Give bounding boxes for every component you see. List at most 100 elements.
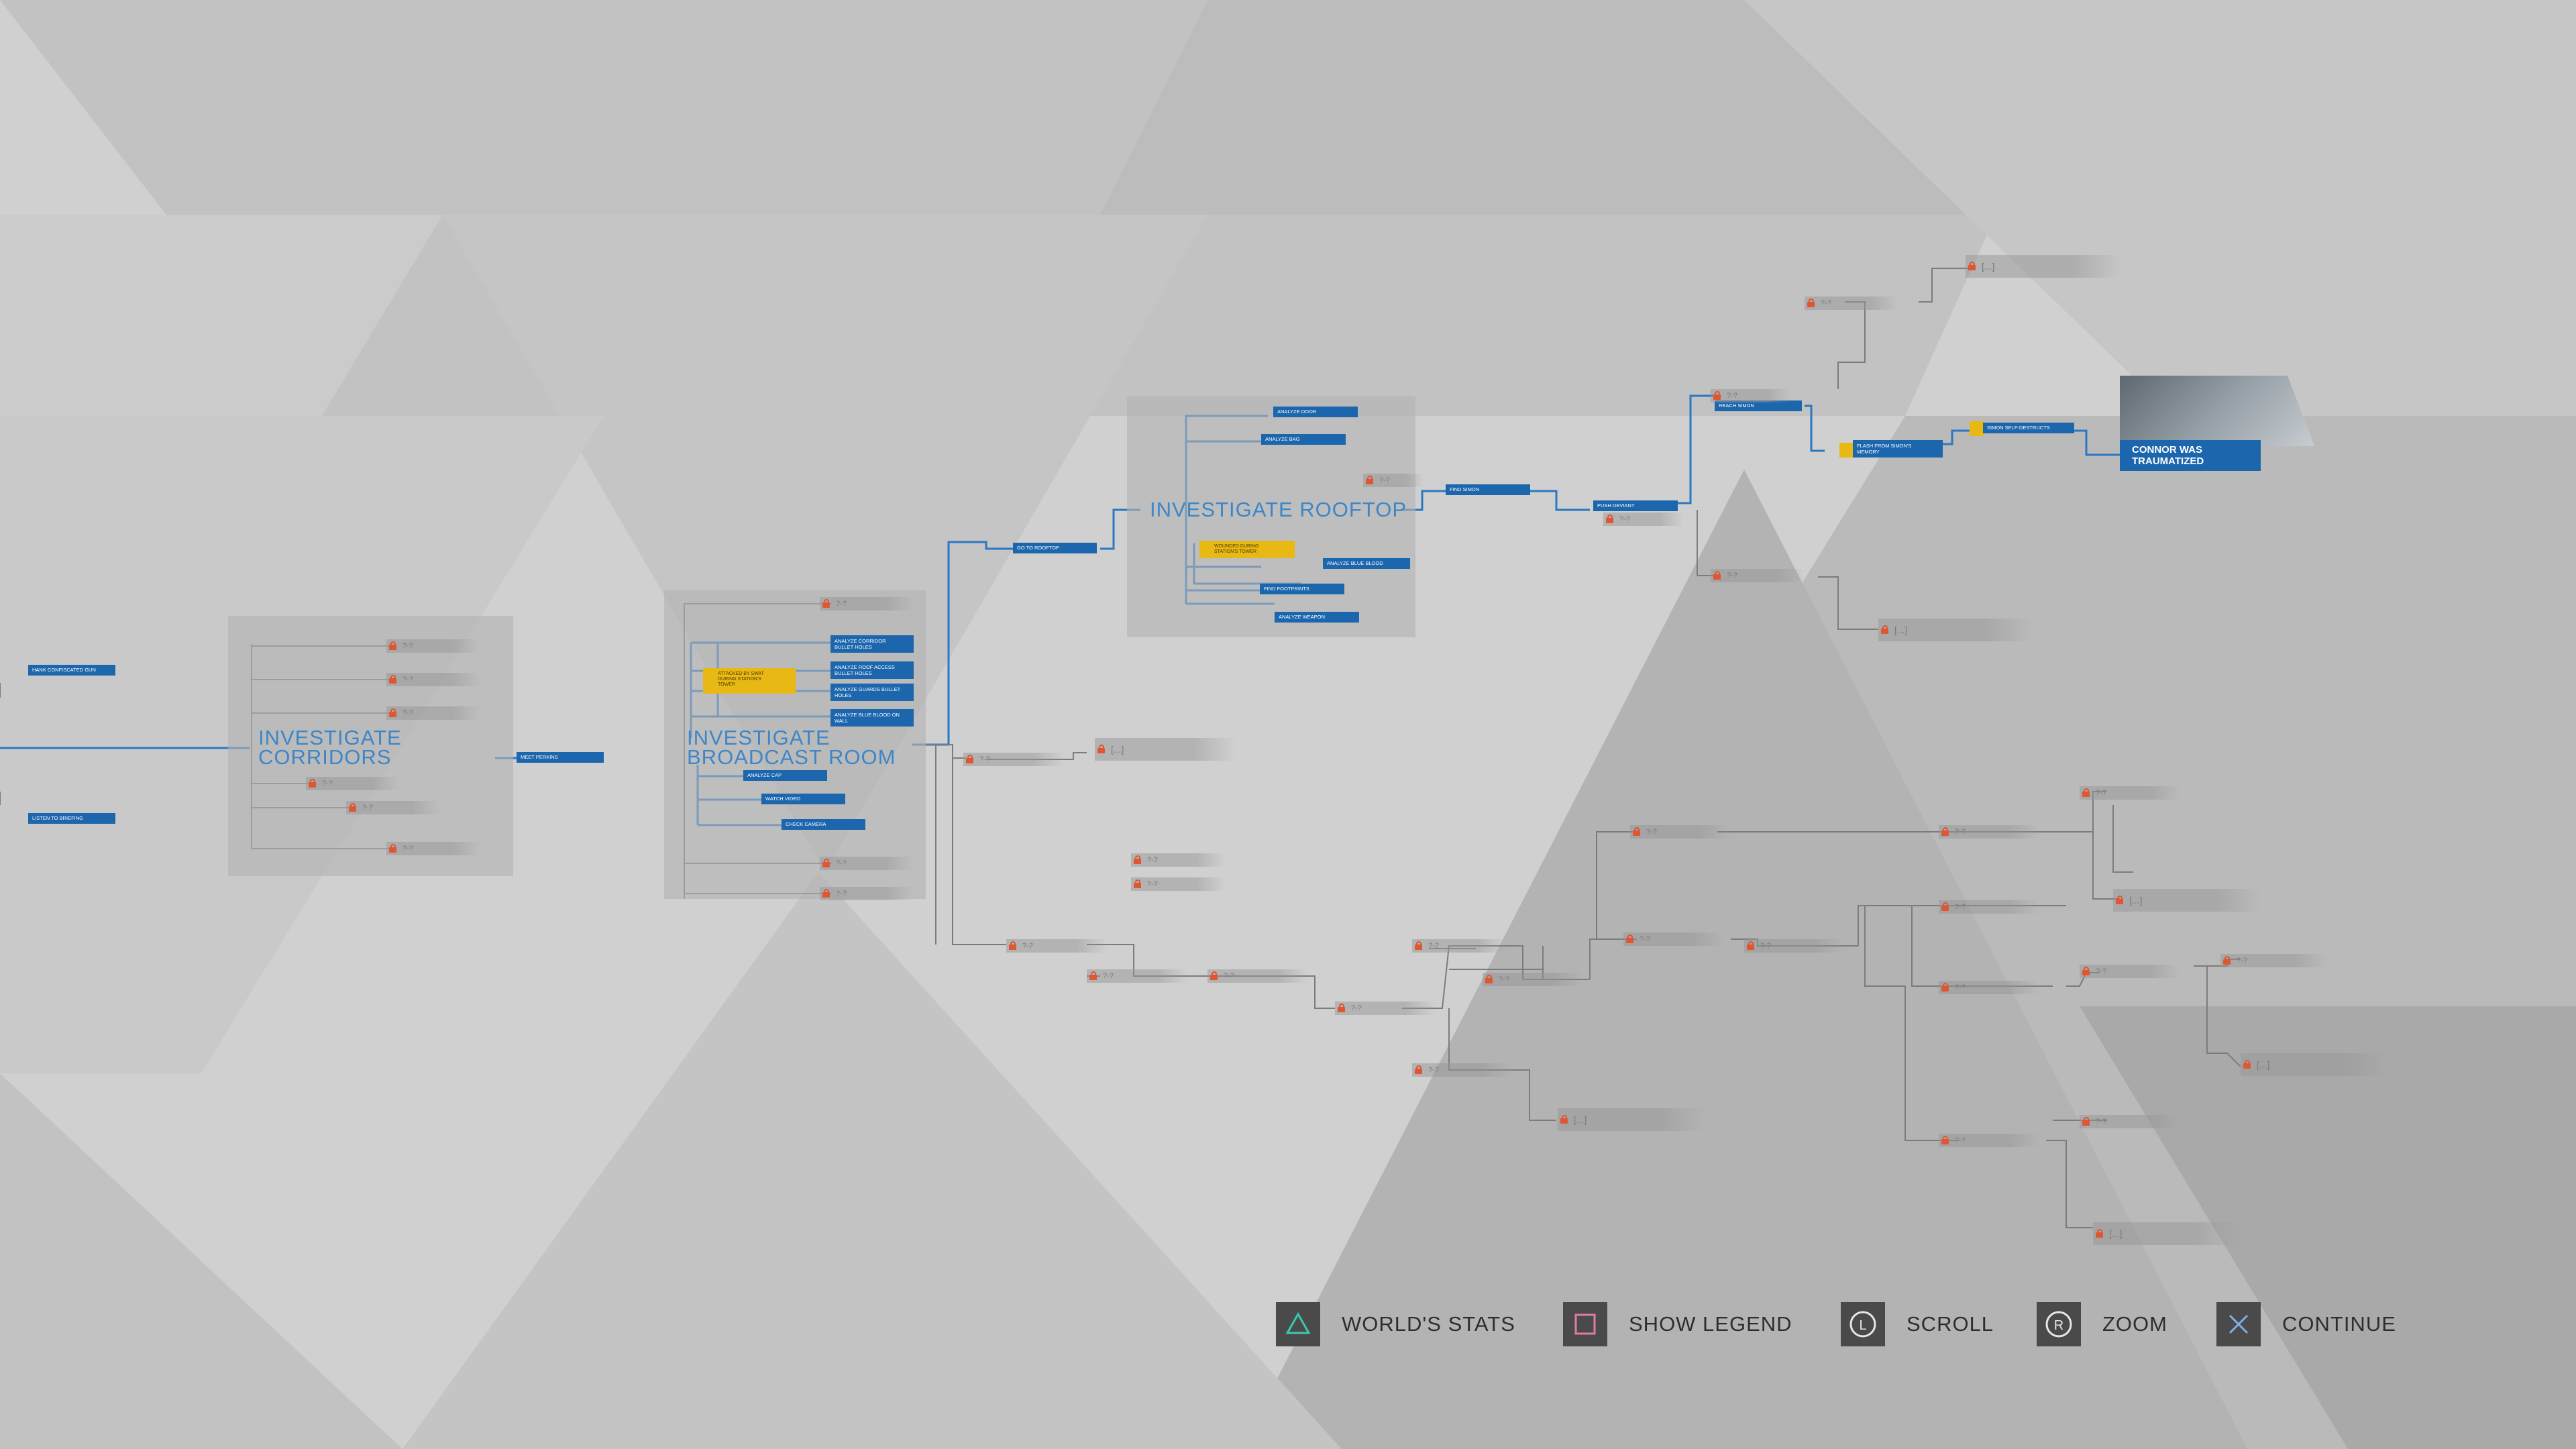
node-analyze-door[interactable]: ANALYZE DOOR xyxy=(1273,407,1358,417)
prompt-zoom[interactable]: R ZOOM xyxy=(2037,1297,2167,1351)
locked-node[interactable]: ?-? xyxy=(1363,474,1424,487)
left-stick-icon: L xyxy=(1841,1302,1885,1346)
lock-icon xyxy=(2082,1117,2090,1126)
node-hank-confiscated-gun[interactable]: HANK CONFISCATED GUN xyxy=(28,665,115,676)
locked-node[interactable]: ?-? xyxy=(1805,297,1898,310)
locked-ending[interactable]: [...] xyxy=(1878,619,2033,641)
locked-node[interactable]: ?-? xyxy=(2220,954,2328,967)
chapter-block-corridors xyxy=(228,616,513,876)
node-reach-simon[interactable]: REACH SIMON xyxy=(1715,400,1802,411)
locked-node[interactable]: ?-? xyxy=(1939,1134,2039,1147)
chapter-title-rooftop: INVESTIGATE ROOFTOP xyxy=(1150,498,1407,521)
node-push-deviant[interactable]: PUSH DEVIANT xyxy=(1593,500,1678,511)
cross-button-icon xyxy=(2216,1302,2261,1346)
prompt-continue[interactable]: CONTINUE xyxy=(2216,1297,2396,1351)
lock-icon xyxy=(389,641,396,650)
node-analyze-blue-blood-on-wall[interactable]: ANALYZE BLUE BLOOD ON WALL xyxy=(830,709,914,727)
lock-icon xyxy=(1747,941,1754,950)
locked-node[interactable]: ?-? xyxy=(1711,389,1791,402)
lock-icon xyxy=(1485,975,1493,983)
node-find-simon[interactable]: FIND SIMON xyxy=(1446,484,1530,495)
node-analyze-corridor-bullet-holes[interactable]: ANALYZE CORRIDOR BULLET HOLES xyxy=(830,635,914,653)
prompt-label: ZOOM xyxy=(2102,1312,2167,1336)
node-listen-to-briefing[interactable]: LISTEN TO BRIEFING xyxy=(28,813,115,824)
node-analyze-weapon[interactable]: ANALYZE WEAPON xyxy=(1275,612,1359,623)
prompt-show-legend[interactable]: SHOW LEGEND xyxy=(1563,1297,1792,1351)
lock-icon xyxy=(349,803,356,812)
node-go-to-rooftop[interactable]: GO TO ROOFTOP xyxy=(1013,543,1097,553)
locked-node[interactable]: ?-? xyxy=(386,842,480,855)
ending-connor-traumatized[interactable]: CONNOR WAS TRAUMATIZED xyxy=(2120,376,2314,476)
locked-node[interactable]: ?-? xyxy=(1603,513,1684,526)
lock-icon xyxy=(1941,827,1949,836)
locked-node[interactable]: ?-? xyxy=(1335,1002,1436,1015)
locked-node[interactable]: ?-? xyxy=(2080,786,2180,800)
node-analyze-cap[interactable]: ANALYZE CAP xyxy=(743,770,827,781)
node-analyze-guards-bullet-holes[interactable]: ANALYZE GUARDS BULLET HOLES xyxy=(830,684,914,701)
node-flash-from-simons-memory[interactable]: FLASH FROM SIMON'S MEMORY xyxy=(1853,440,1943,458)
locked-node[interactable]: ?-? xyxy=(820,597,914,610)
locked-node[interactable]: ?-? xyxy=(1623,932,1724,946)
node-meet-perkins[interactable]: MEET PERKINS xyxy=(517,752,604,763)
prompt-scroll[interactable]: L SCROLL xyxy=(1841,1297,1994,1351)
locked-node[interactable]: ?-? xyxy=(346,801,440,814)
lock-icon xyxy=(309,779,316,788)
lock-icon xyxy=(1210,971,1218,980)
lock-icon xyxy=(1633,827,1640,836)
locked-node[interactable]: ?-? xyxy=(306,777,400,790)
locked-node[interactable]: ?-? xyxy=(1711,569,1805,582)
locked-node[interactable]: ?-? xyxy=(1939,981,2039,994)
lock-icon xyxy=(1606,515,1613,523)
lock-icon xyxy=(2116,896,2123,904)
locked-node[interactable]: ?-? xyxy=(2080,965,2180,978)
locked-ending[interactable]: [...] xyxy=(1966,255,2120,278)
node-wounded-during-stations-tower[interactable]: WOUNDED DURING STATION'S TOWER xyxy=(1199,541,1295,558)
lock-icon xyxy=(1366,476,1373,484)
locked-ending[interactable]: [...] xyxy=(2093,1222,2241,1245)
locked-node[interactable]: ?-? xyxy=(1087,969,1187,983)
node-find-footprints[interactable]: FIND FOOTPRINTS xyxy=(1260,584,1344,594)
locked-ending[interactable]: [...] xyxy=(1558,1108,1705,1131)
ending-title: CONNOR WAS TRAUMATIZED xyxy=(2120,440,2261,471)
locked-node[interactable]: ?-? xyxy=(1630,825,1731,839)
lock-icon xyxy=(389,708,396,717)
lock-icon xyxy=(2082,788,2090,797)
locked-node[interactable]: ?-? xyxy=(386,673,480,686)
lock-icon xyxy=(1338,1004,1345,1012)
locked-node[interactable]: ?-? xyxy=(1412,939,1506,953)
locked-node[interactable]: ?-? xyxy=(820,857,914,870)
locked-node[interactable]: ?-? xyxy=(386,639,480,653)
lock-icon xyxy=(1807,299,1815,307)
node-attacked-by-swat[interactable]: ATTACKED BY SWAT DURING STATION'S TOWER xyxy=(703,668,796,694)
node-check-camera[interactable]: CHECK CAMERA xyxy=(782,819,865,830)
locked-node[interactable]: ?-? xyxy=(1744,939,1845,953)
node-flash-marker xyxy=(1839,443,1854,458)
locked-node[interactable]: ?-? xyxy=(1939,825,2039,839)
lock-icon xyxy=(822,889,830,898)
lock-icon xyxy=(1881,625,1888,634)
prompt-worlds-stats[interactable]: WORLD'S STATS xyxy=(1276,1297,1515,1351)
locked-node[interactable]: ?-? xyxy=(1131,877,1225,891)
node-analyze-bag[interactable]: ANALYZE BAG xyxy=(1261,434,1346,445)
locked-ending[interactable]: [...] xyxy=(2241,1053,2388,1076)
locked-node[interactable]: ?-? xyxy=(1208,969,1308,983)
node-watch-video[interactable]: WATCH VIDEO xyxy=(761,794,845,804)
locked-node[interactable]: ?-? xyxy=(386,706,480,720)
node-simon-self-destructs[interactable]: SIMON SELF-DESTRUCTS xyxy=(1983,423,2074,433)
locked-node[interactable]: ?-? xyxy=(2080,1115,2180,1128)
node-analyze-roof-access-bullet-holes[interactable]: ANALYZE ROOF ACCESS BULLET HOLES xyxy=(830,661,914,679)
node-analyze-blue-blood[interactable]: ANALYZE BLUE BLOOD xyxy=(1323,558,1410,569)
locked-node[interactable]: ?-? xyxy=(963,753,1064,766)
right-stick-icon: R xyxy=(2037,1302,2081,1346)
locked-node[interactable]: ?-? xyxy=(820,887,914,900)
locked-node[interactable]: ?-? xyxy=(1412,1063,1513,1077)
locked-node[interactable]: ?-? xyxy=(1483,973,1583,986)
locked-node[interactable]: ?-? xyxy=(1006,939,1107,953)
locked-node[interactable]: ?-? xyxy=(1939,900,2039,914)
node-self-destruct-marker xyxy=(1970,421,1984,436)
locked-node[interactable]: ?-? xyxy=(1131,853,1225,867)
locked-ending[interactable]: [...] xyxy=(1095,738,1236,761)
lock-icon xyxy=(1941,902,1949,911)
locked-ending[interactable]: [...] xyxy=(2113,889,2261,912)
lock-icon xyxy=(1134,879,1141,888)
